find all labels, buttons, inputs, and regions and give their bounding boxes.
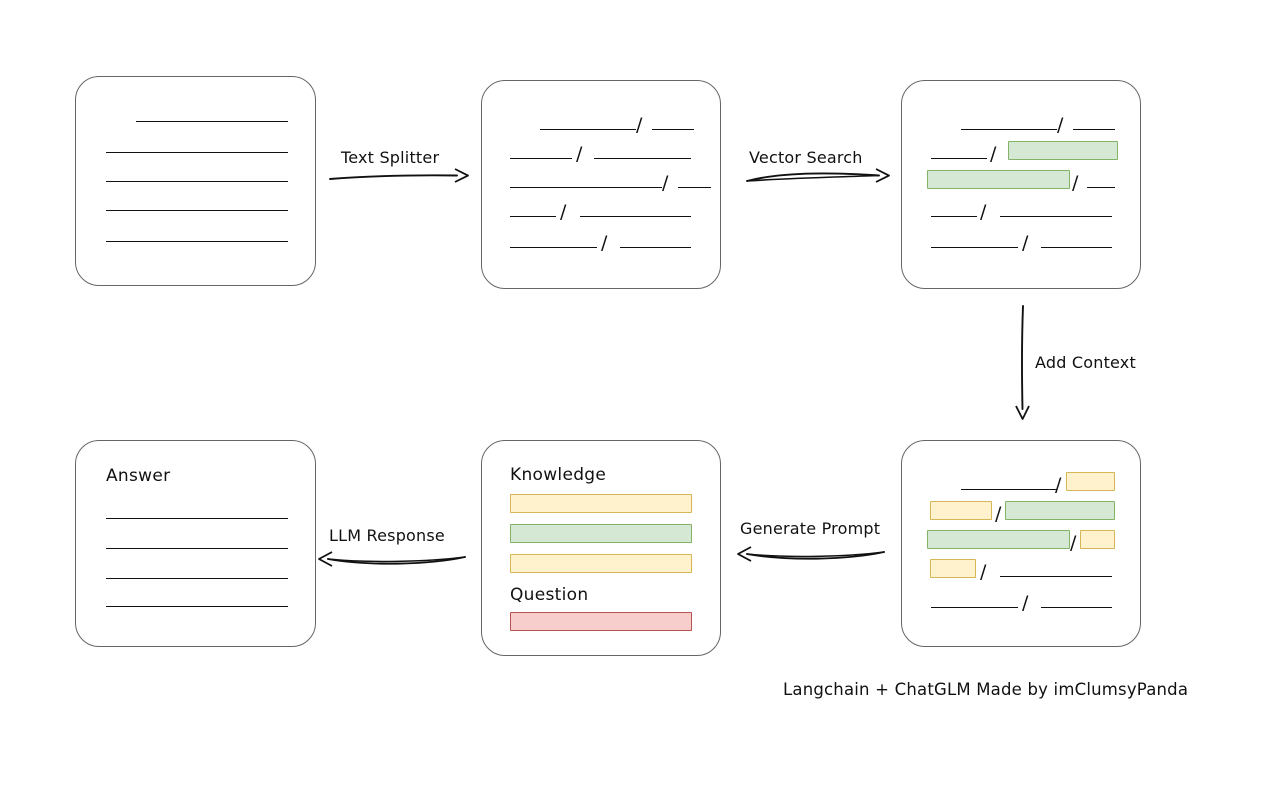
- split-chunk-segment: [678, 187, 711, 188]
- knowledge-bar: [510, 494, 692, 513]
- source-document-line: [136, 121, 288, 122]
- context-chunk-highlight-yellow: [930, 501, 992, 520]
- context-chunk-slash: /: [1055, 474, 1062, 496]
- credit-text: Langchain + ChatGLM Made by imClumsyPand…: [783, 680, 1189, 699]
- text-splitter-arrow: [329, 168, 469, 183]
- split-chunk-slash: /: [662, 172, 669, 194]
- prompt-knowledge-label: Knowledge: [510, 465, 607, 485]
- retrieved-chunk-slash: /: [1072, 172, 1079, 194]
- split-chunk-slash: /: [576, 143, 583, 165]
- source-document-line: [106, 152, 288, 153]
- split-chunk-segment: [510, 158, 572, 159]
- split-chunk-slash: /: [560, 201, 567, 223]
- answer-line: [106, 578, 288, 579]
- vector-search-arrow: [746, 168, 890, 183]
- context-chunk-segment: [931, 607, 1018, 608]
- context-chunk-slash: /: [980, 561, 987, 583]
- context-chunk-highlight-yellow: [1066, 472, 1115, 491]
- source-document-line: [106, 181, 288, 182]
- split-chunk-segment: [510, 247, 597, 248]
- context-chunk-segment: [961, 489, 1057, 490]
- retrieved-chunk-segment: [931, 247, 1018, 248]
- edge-label-llm-response: LLM Response: [329, 526, 445, 545]
- answer-line: [106, 606, 288, 607]
- retrieved-chunk-highlight-green: [927, 170, 1070, 189]
- split-chunks-box[interactable]: [481, 80, 721, 289]
- answer-line: [106, 548, 288, 549]
- context-chunk-slash: /: [1022, 592, 1029, 614]
- split-chunk-slash: /: [636, 114, 643, 136]
- retrieved-chunk-segment: [1073, 129, 1115, 130]
- context-chunk-highlight-green: [1005, 501, 1115, 520]
- retrieved-chunk-segment: [1087, 187, 1115, 188]
- context-chunk-slash: /: [1070, 532, 1077, 554]
- add-context-arrow: [1015, 305, 1030, 420]
- split-chunk-segment: [510, 187, 662, 188]
- edge-label-add-context: Add Context: [1035, 353, 1136, 372]
- source-document-line: [106, 241, 288, 242]
- retrieved-chunk-slash: /: [1022, 232, 1029, 254]
- answer-line: [106, 518, 288, 519]
- context-chunk-slash: /: [995, 503, 1002, 525]
- split-chunk-segment: [580, 216, 691, 217]
- split-chunk-slash: /: [601, 232, 608, 254]
- retrieved-chunk-slash: /: [1057, 114, 1064, 136]
- retrieved-chunk-segment: [1000, 216, 1112, 217]
- answer-label: Answer: [106, 466, 171, 486]
- split-chunk-segment: [652, 129, 694, 130]
- knowledge-bar: [510, 554, 692, 573]
- retrieved-chunk-segment: [961, 129, 1057, 130]
- retrieved-chunk-segment: [931, 216, 977, 217]
- split-chunk-segment: [540, 129, 636, 130]
- context-chunk-highlight-green: [927, 530, 1070, 549]
- split-chunk-segment: [510, 216, 556, 217]
- retrieved-chunk-segment: [931, 158, 987, 159]
- context-chunk-segment: [1000, 576, 1112, 577]
- source-document-line: [106, 210, 288, 211]
- retrieved-chunk-slash: /: [990, 143, 997, 165]
- context-chunk-segment: [1041, 607, 1112, 608]
- retrieved-chunk-segment: [1041, 247, 1112, 248]
- retrieved-chunk-highlight-green: [1008, 141, 1118, 160]
- prompt-question-label: Question: [510, 585, 589, 605]
- answer-box[interactable]: [75, 440, 316, 647]
- edge-label-vector-search: Vector Search: [749, 148, 863, 167]
- split-chunk-segment: [594, 158, 691, 159]
- edge-label-text-splitter: Text Splitter: [341, 148, 440, 167]
- generate-prompt-arrow: [737, 546, 885, 562]
- context-chunk-highlight-yellow: [1080, 530, 1115, 549]
- split-chunk-segment: [620, 247, 691, 248]
- llm-response-arrow: [318, 551, 466, 567]
- question-bar: [510, 612, 692, 631]
- retrieved-chunk-slash: /: [980, 201, 987, 223]
- edge-label-generate-prompt: Generate Prompt: [740, 519, 881, 538]
- context-chunk-highlight-yellow: [930, 559, 976, 578]
- knowledge-bar: [510, 524, 692, 543]
